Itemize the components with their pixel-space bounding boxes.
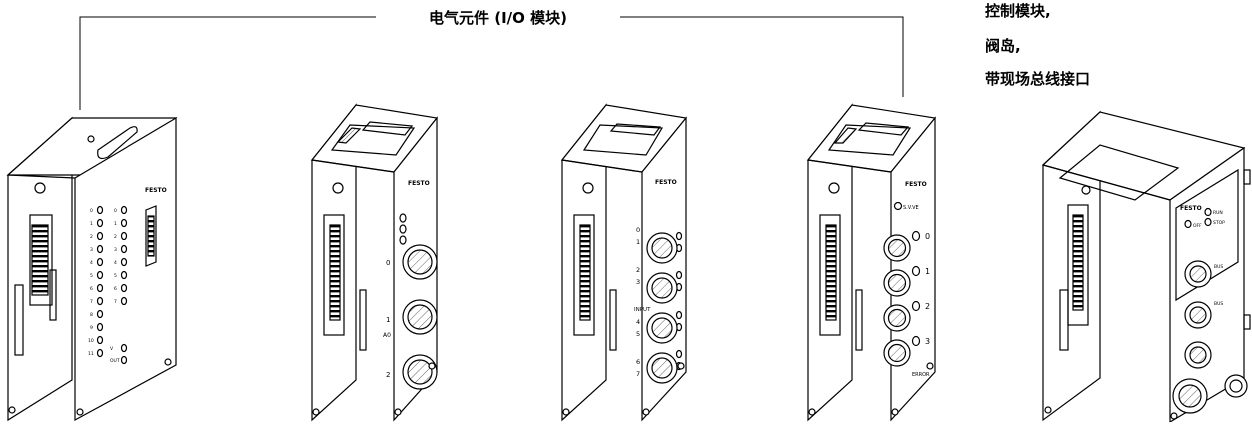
module-output bbox=[806, 103, 937, 422]
svg-text:OFF: OFF bbox=[1193, 223, 1202, 229]
svg-text:2: 2 bbox=[386, 371, 390, 379]
svg-text:3: 3 bbox=[925, 337, 930, 346]
module-3-front bbox=[641, 116, 687, 422]
svg-text:4: 4 bbox=[90, 260, 93, 266]
svg-text:4: 4 bbox=[636, 318, 640, 326]
svg-text:0: 0 bbox=[114, 208, 117, 214]
svg-text:5: 5 bbox=[90, 273, 93, 279]
bracket-right-line bbox=[620, 16, 904, 97]
group-bracket bbox=[79, 16, 904, 110]
svg-text:S.V.VE: S.V.VE bbox=[903, 205, 919, 211]
svg-text:5: 5 bbox=[636, 330, 640, 338]
module-2-brand: FESTO bbox=[408, 180, 430, 187]
svg-text:9: 9 bbox=[90, 325, 93, 331]
svg-text:7: 7 bbox=[90, 299, 93, 305]
side-connector bbox=[329, 224, 341, 321]
svg-text:10: 10 bbox=[88, 338, 94, 344]
svg-text:2: 2 bbox=[636, 266, 640, 274]
led-column-2 bbox=[120, 205, 128, 365]
svg-text:7: 7 bbox=[114, 299, 117, 305]
side-connector bbox=[825, 224, 837, 321]
svg-text:1: 1 bbox=[636, 238, 640, 246]
bus-connectors bbox=[1172, 260, 1248, 414]
controller-label-line-3: 带现场总线接口 bbox=[985, 70, 1091, 88]
bracket-left-line bbox=[79, 16, 376, 110]
svg-text:STOP: STOP bbox=[1213, 220, 1225, 226]
svg-text:8: 8 bbox=[90, 312, 93, 318]
svg-text:3: 3 bbox=[636, 278, 640, 286]
led-column-1 bbox=[96, 205, 104, 358]
svg-text:6: 6 bbox=[114, 286, 117, 292]
top-slot bbox=[97, 126, 138, 160]
module-5-brand: FESTO bbox=[1180, 205, 1202, 212]
module-2-labels: 0 1 2 A0 bbox=[383, 259, 391, 379]
svg-text:1: 1 bbox=[114, 221, 117, 227]
svg-text:0: 0 bbox=[636, 226, 640, 234]
m12-connectors bbox=[402, 244, 438, 390]
svg-text:7: 7 bbox=[636, 370, 640, 378]
controller-label-line-1: 控制模块, bbox=[985, 2, 1051, 20]
svg-text:OUT: OUT bbox=[110, 358, 120, 364]
svg-text:ERROR: ERROR bbox=[912, 372, 930, 378]
svg-text:11: 11 bbox=[88, 351, 94, 357]
svg-text:2: 2 bbox=[90, 234, 93, 240]
module-3-brand: FESTO bbox=[655, 179, 677, 186]
controller-label-line-2: 阀岛, bbox=[985, 37, 1021, 55]
m8-connectors bbox=[883, 234, 911, 367]
side-connector bbox=[579, 224, 591, 321]
svg-text:1: 1 bbox=[90, 221, 93, 227]
svg-text:0: 0 bbox=[925, 232, 930, 241]
svg-text:0: 0 bbox=[90, 208, 93, 214]
side-connector bbox=[1072, 214, 1084, 311]
module-1-front bbox=[74, 116, 177, 422]
module-3-labels: 0 1 2 3 4 5 6 7 INPUT bbox=[634, 226, 651, 378]
module-analog bbox=[310, 103, 439, 422]
module-4-brand: FESTO bbox=[905, 181, 927, 188]
module-5-labels: OFF RUN STOP BUS BUS bbox=[1193, 210, 1225, 307]
svg-text:V: V bbox=[110, 346, 114, 352]
bracket-label: 电气元件 (I/O 模块) bbox=[429, 9, 567, 27]
svg-text:6: 6 bbox=[90, 286, 93, 292]
svg-text:6: 6 bbox=[636, 358, 640, 366]
svg-text:2: 2 bbox=[114, 234, 117, 240]
svg-text:5: 5 bbox=[114, 273, 117, 279]
svg-text:A0: A0 bbox=[383, 332, 391, 339]
side-connector bbox=[31, 224, 49, 296]
svg-text:RUN: RUN bbox=[1213, 210, 1223, 216]
module-4-labels: 0 1 2 3 S.V.VE ERROR bbox=[903, 205, 930, 378]
svg-text:3: 3 bbox=[90, 247, 93, 253]
svg-text:1: 1 bbox=[386, 316, 390, 324]
svg-text:INPUT: INPUT bbox=[634, 307, 651, 313]
m8-connectors bbox=[646, 232, 678, 384]
module-digital-io bbox=[6, 116, 178, 422]
svg-text:BUS: BUS bbox=[1214, 301, 1223, 307]
svg-text:BUS: BUS bbox=[1214, 264, 1223, 270]
svg-text:3: 3 bbox=[114, 247, 117, 253]
module-controller bbox=[1041, 110, 1251, 424]
module-1-led-labels: 0 1 2 3 4 5 6 7 8 9 10 11 0 1 2 3 4 5 6 … bbox=[88, 208, 120, 364]
svg-text:0: 0 bbox=[386, 259, 390, 267]
side-screw bbox=[34, 182, 46, 194]
top-screw bbox=[87, 135, 95, 143]
svg-text:2: 2 bbox=[925, 302, 930, 311]
svg-text:1: 1 bbox=[925, 267, 930, 276]
output-leds bbox=[911, 230, 921, 347]
svg-text:4: 4 bbox=[114, 260, 117, 266]
module-input bbox=[560, 103, 688, 422]
module-1-brand: FESTO bbox=[145, 187, 167, 194]
